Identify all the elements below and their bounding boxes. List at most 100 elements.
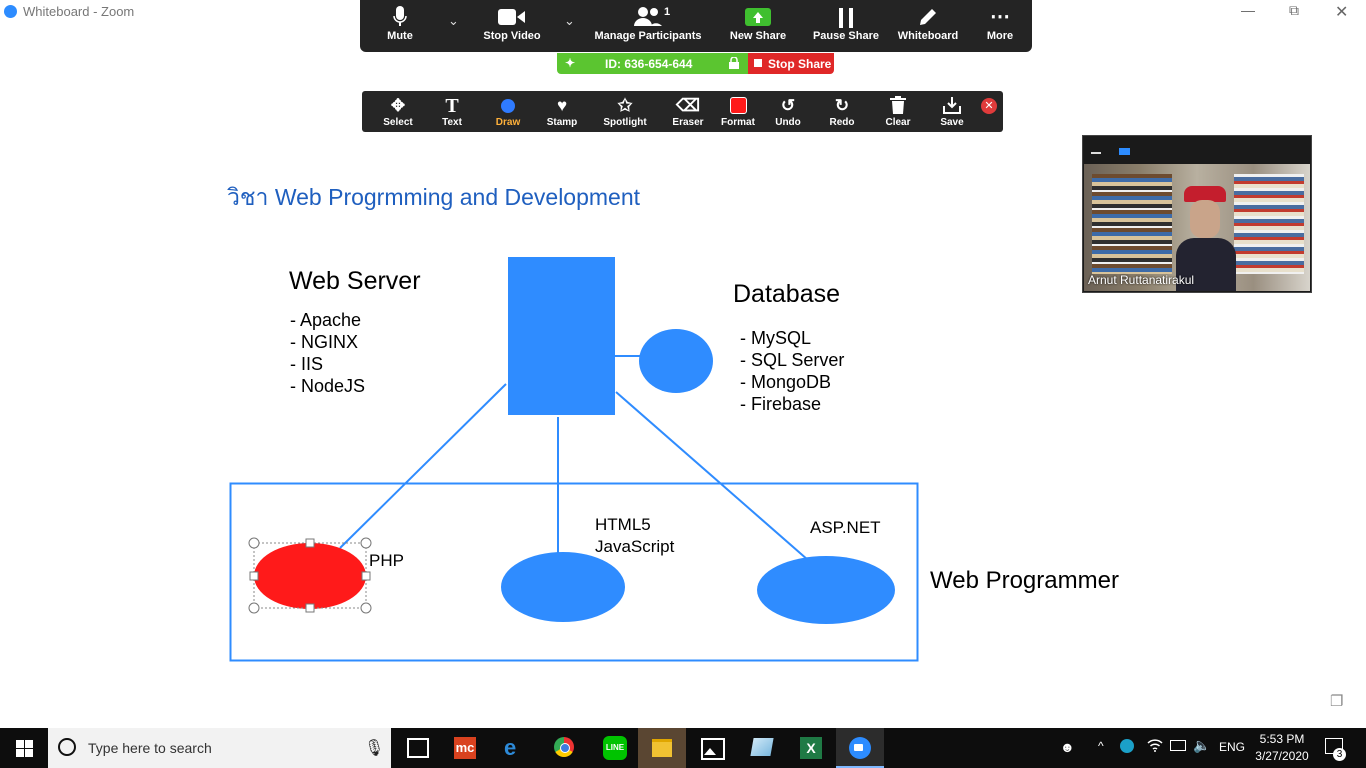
list-item: - Firebase: [740, 394, 822, 414]
database-ellipse[interactable]: [639, 329, 713, 393]
body-image: [1176, 238, 1236, 291]
new-whiteboard-icon[interactable]: ❐: [1330, 693, 1344, 710]
close-toolbar-icon[interactable]: ✕: [981, 98, 997, 114]
restore-icon[interactable]: ⧉: [1289, 2, 1299, 18]
html5-ellipse[interactable]: [501, 552, 625, 622]
whiteboard-drawing[interactable]: [0, 0, 1366, 728]
close-window-icon[interactable]: ✕: [1335, 4, 1349, 21]
stop-video-button[interactable]: Stop Video: [480, 0, 544, 52]
meeting-toolbar: Mute ⌄ Stop Video ⌄ 1 Manage Participant…: [360, 0, 1032, 52]
volume-icon[interactable]: 🔈: [1193, 737, 1211, 753]
stop-share-label: Stop Share: [768, 57, 832, 71]
php-label[interactable]: PHP: [369, 551, 404, 570]
new-share-button[interactable]: New Share: [728, 0, 788, 52]
undo-tool[interactable]: ↺ Undo: [770, 91, 806, 132]
spotlight-tool[interactable]: ✩ Spotlight: [600, 91, 650, 132]
new-share-label: New Share: [729, 30, 787, 42]
aspnet-label[interactable]: ASP.NET: [810, 518, 881, 537]
clear-label: Clear: [885, 117, 911, 128]
taskbar-clock[interactable]: 5:53 PM 3/27/2020: [1252, 731, 1312, 765]
save-download-icon: [934, 91, 970, 117]
list-item: - Apache: [290, 310, 362, 330]
edge-browser-icon[interactable]: e: [504, 735, 517, 760]
search-placeholder: Type here to search: [88, 740, 212, 756]
web-programmer-box[interactable]: [229, 482, 919, 662]
stamp-tool[interactable]: ♥ Stamp: [544, 91, 580, 132]
list-item: - IIS: [290, 354, 324, 374]
web-programmer-label[interactable]: Web Programmer: [930, 567, 1119, 594]
manage-participants-button[interactable]: 1 Manage Participants: [592, 0, 704, 52]
pause-share-label: Pause Share: [812, 30, 880, 42]
connector-line-php[interactable]: [339, 383, 507, 549]
notification-badge: 3: [1333, 748, 1346, 761]
security-app-icon[interactable]: [1120, 739, 1134, 753]
microphone-icon: [378, 0, 422, 30]
mc-app-icon[interactable]: mc: [440, 728, 488, 768]
pause-icon: [812, 0, 880, 30]
list-item: - MongoDB: [740, 372, 832, 392]
text-tool[interactable]: T Text: [436, 91, 468, 132]
web-server-title[interactable]: Web Server: [289, 267, 421, 295]
more-button[interactable]: ⋯ More: [980, 0, 1020, 52]
task-view-icon[interactable]: [392, 728, 440, 768]
zoom-logo-icon: [4, 5, 17, 18]
notes-app-icon[interactable]: [738, 728, 786, 768]
wifi-icon[interactable]: [1147, 738, 1163, 755]
show-hidden-icons-chevron-icon[interactable]: ^: [1098, 739, 1104, 753]
clear-tool[interactable]: Clear: [880, 91, 916, 132]
connector-line-aspnet[interactable]: [615, 391, 809, 561]
minimize-icon[interactable]: —: [1241, 2, 1255, 18]
red-hat-image: [1184, 186, 1226, 202]
web-server-rectangle[interactable]: [508, 257, 615, 415]
draw-tool[interactable]: Draw: [490, 91, 526, 132]
mute-button[interactable]: Mute: [378, 0, 422, 52]
whiteboard-heading[interactable]: วิชา Web Progrmming and Development: [227, 184, 641, 210]
select-tool[interactable]: ✥ Select: [380, 91, 416, 132]
people-icon[interactable]: ☻: [1060, 739, 1075, 755]
clock-time: 5:53 PM: [1259, 732, 1305, 746]
audio-options-chevron-icon[interactable]: ⌄: [448, 13, 459, 28]
photos-app-icon[interactable]: [688, 728, 736, 768]
eraser-tool[interactable]: ⌫ Eraser: [670, 91, 706, 132]
stop-share-button[interactable]: Stop Share: [748, 53, 834, 74]
meeting-id-bar[interactable]: ✦ ID: 636-654-644: [557, 53, 748, 74]
stamp-label: Stamp: [546, 117, 578, 128]
participant-name: Arnut Ruttanatirakul: [1088, 273, 1195, 287]
window-title: Whiteboard - Zoom: [23, 4, 135, 19]
taskbar-search-box[interactable]: Type here to search 🎙: [48, 728, 391, 768]
file-explorer-icon[interactable]: [638, 728, 686, 768]
signal-icon: ✦: [565, 56, 576, 70]
format-tool[interactable]: Format: [720, 91, 756, 132]
redo-tool[interactable]: ↻ Redo: [824, 91, 860, 132]
aspnet-ellipse[interactable]: [757, 556, 895, 624]
line-app-icon[interactable]: LINE: [590, 728, 638, 768]
video-options-chevron-icon[interactable]: ⌄: [564, 13, 575, 28]
database-list[interactable]: - MySQL - SQL Server - MongoDB - Firebas…: [740, 327, 844, 415]
selection-handles[interactable]: [248, 537, 372, 614]
windows-start-icon[interactable]: [16, 740, 33, 762]
language-indicator[interactable]: ENG: [1219, 740, 1246, 754]
bookshelf-right-image: [1234, 174, 1304, 274]
php-ellipse[interactable]: [254, 543, 366, 609]
undo-label: Undo: [775, 117, 801, 128]
pause-share-button[interactable]: Pause Share: [812, 0, 880, 52]
stop-video-label: Stop Video: [483, 30, 541, 42]
video-layout-icon[interactable]: [1119, 148, 1130, 155]
draw-dot-icon: [490, 91, 526, 117]
video-thumbnail[interactable]: Arnut Ruttanatirakul: [1082, 135, 1312, 293]
web-server-list[interactable]: - Apache - NGINX - IIS - NodeJS: [290, 309, 365, 397]
save-tool[interactable]: Save: [934, 91, 970, 132]
chrome-browser-icon[interactable]: [540, 728, 588, 768]
zoom-app-icon[interactable]: [836, 728, 884, 768]
database-title[interactable]: Database: [733, 280, 841, 308]
lock-icon: [729, 56, 739, 72]
html5-js-label[interactable]: HTML5 JavaScript: [595, 514, 674, 558]
pencil-icon: [894, 0, 962, 30]
excel-app-icon[interactable]: X: [786, 728, 834, 768]
participants-icon: [592, 0, 704, 30]
eraser-icon: ⌫: [675, 96, 701, 115]
microphone-icon[interactable]: 🎙: [364, 740, 385, 757]
whiteboard-button[interactable]: Whiteboard: [894, 0, 962, 52]
battery-icon[interactable]: [1170, 740, 1186, 751]
minimize-video-icon[interactable]: [1091, 152, 1101, 154]
